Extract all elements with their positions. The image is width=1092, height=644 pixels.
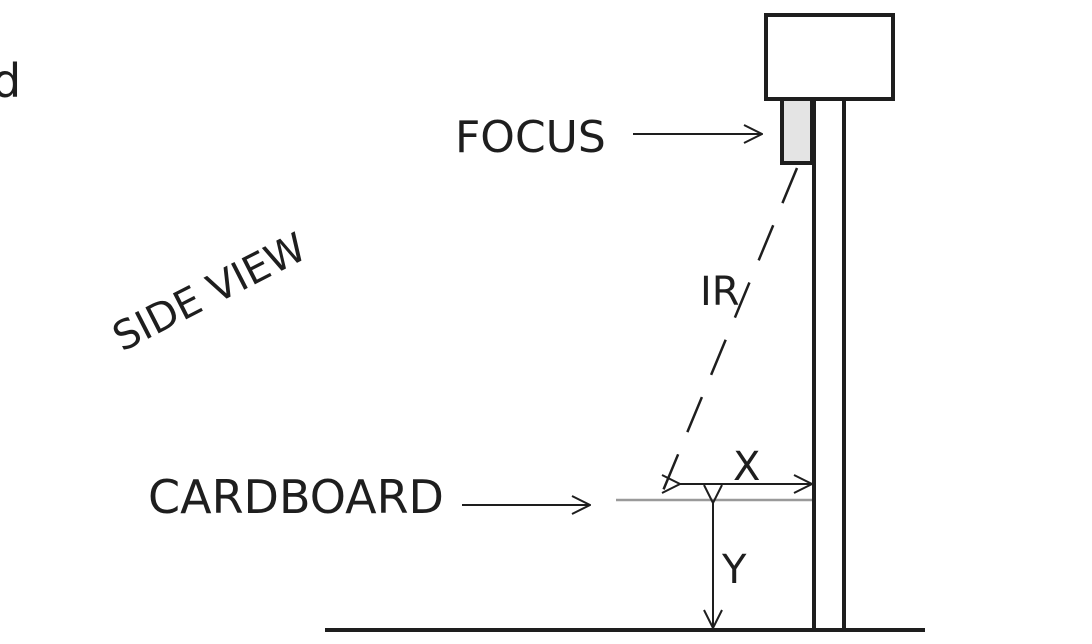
focus-label: FOCUS [455, 112, 606, 163]
x-label: X [733, 444, 760, 490]
cardboard-label: CARDBOARD [148, 470, 444, 524]
support-post [812, 97, 846, 632]
side-view-label: SIDE VIEW [106, 225, 314, 361]
edge-text-fragment: d [0, 54, 21, 108]
ir-label: IR [700, 269, 740, 315]
y-label: Y [721, 547, 747, 593]
ir-sensor [780, 97, 814, 165]
sensor-housing [764, 13, 895, 101]
ir-beam [658, 167, 799, 499]
